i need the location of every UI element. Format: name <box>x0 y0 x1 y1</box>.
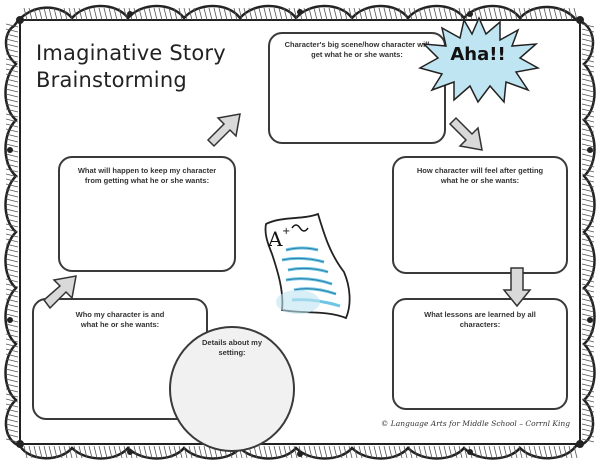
arrow-down-icon <box>502 267 532 308</box>
keep-from-box[interactable]: What will happen to keep my character fr… <box>58 156 236 272</box>
svg-text:+: + <box>282 226 290 237</box>
keep-from-prompt: What will happen to keep my character fr… <box>77 166 217 185</box>
big-scene-box[interactable]: Character's big scene/how character will… <box>268 32 446 144</box>
worksheet-title: Imaginative Story Brainstorming <box>36 40 226 94</box>
big-scene-prompt: Character's big scene/how character will… <box>284 40 430 59</box>
aha-label: Aha!! <box>450 44 506 65</box>
feel-after-prompt: How character will feel after getting wh… <box>416 166 544 185</box>
starburst-icon <box>418 16 540 104</box>
title-line-2: Brainstorming <box>36 68 187 92</box>
feel-after-box[interactable]: How character will feel after getting wh… <box>392 156 568 274</box>
who-character-prompt: Who my character is and what he or she w… <box>75 310 165 329</box>
title-line-1: Imaginative Story <box>36 41 226 65</box>
setting-prompt: Details about my setting: <box>201 338 262 357</box>
setting-circle[interactable]: Details about my setting: <box>169 326 295 452</box>
arrow-down-right-icon <box>448 116 483 151</box>
arrow-up-right-icon <box>206 113 241 148</box>
graded-paper-icon: A + <box>264 212 351 320</box>
arrow-up-right-2-icon <box>42 275 77 310</box>
credit-line: © Language Arts for Middle School – Corr… <box>380 419 570 428</box>
svg-text:A: A <box>267 227 283 251</box>
lessons-box[interactable]: What lessons are learned by all characte… <box>392 298 568 410</box>
lessons-prompt: What lessons are learned by all characte… <box>424 310 536 329</box>
